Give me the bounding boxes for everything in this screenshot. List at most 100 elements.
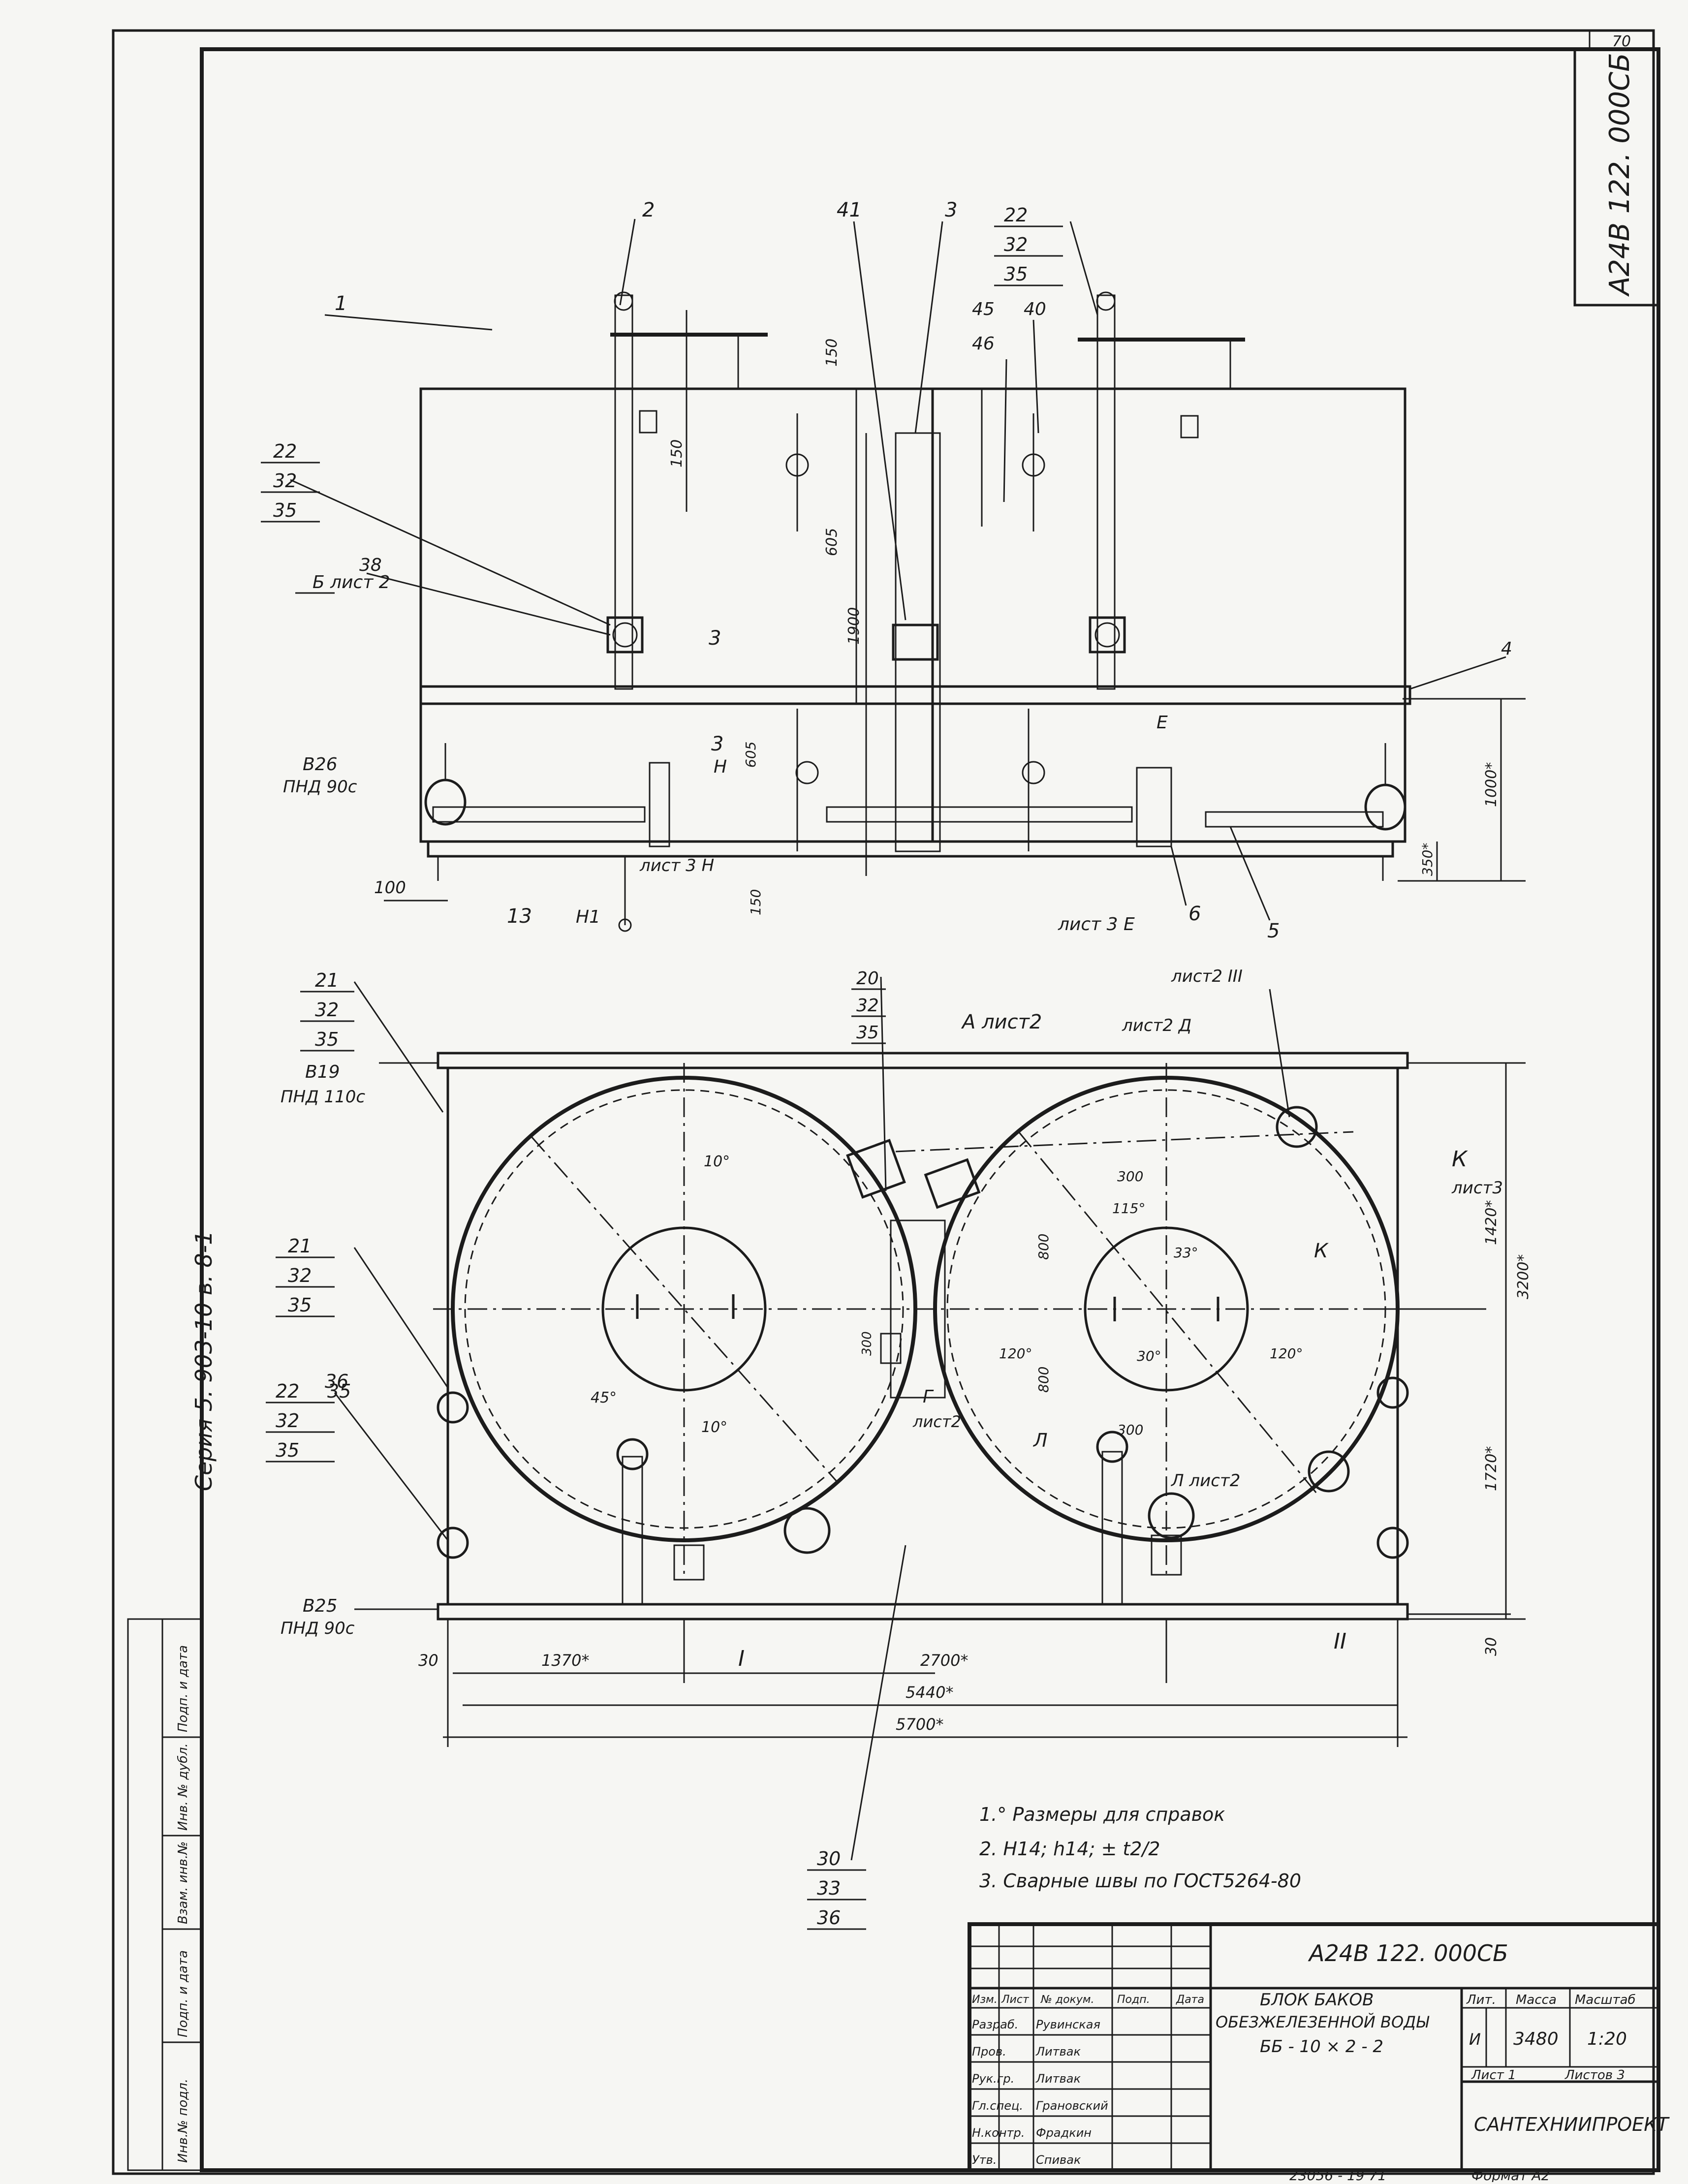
header-pipe [419, 685, 1411, 705]
pipe-left-a: В26 [303, 754, 338, 775]
mass-label: Масса [1516, 1993, 1557, 2007]
sheet-number: 70 [1612, 33, 1631, 50]
col-podp: Подп. [1117, 1994, 1150, 2006]
roman-ii: II [1334, 1629, 1346, 1654]
note-3: 3. Сварные швы по ГОСТ5264-80 [979, 1870, 1301, 1892]
inner-dim-1: 300 [1117, 1422, 1143, 1438]
dim-5440: 5440* [906, 1683, 953, 1702]
svg-text:32: 32 [273, 470, 297, 492]
inner-frame [200, 47, 1660, 2172]
dim-150c: 150 [748, 889, 764, 915]
view-e-top: Е [1157, 713, 1168, 733]
callout-35-visible: 35 [327, 1380, 351, 1402]
inner-dim-2: 800 [1035, 1234, 1052, 1260]
sheets-label: Листов 3 [1564, 2068, 1625, 2083]
callout-46: 46 [972, 334, 995, 354]
pipe-left-b: ПНД 90с [283, 777, 357, 797]
view-l: Л [1032, 1430, 1048, 1451]
view-a: А лист2 [961, 1011, 1042, 1033]
dim-30a: 30 [418, 1651, 438, 1670]
section-3b: 3 [711, 733, 723, 755]
stamp-label-4: Подп. и дата [176, 1645, 190, 1732]
svg-text:21: 21 [288, 1235, 312, 1257]
dim-1370: 1370* [541, 1651, 589, 1670]
inner-dim-0: 300 [1117, 1168, 1143, 1185]
dim-150a: 150 [823, 339, 841, 367]
pipe-v19-b: ПНД 110с [281, 1087, 365, 1107]
plan-view: 21 32 35 21 32 35 22 32 35 20 32 35 [266, 967, 1532, 1930]
note-1: 1.° Размеры для справок [979, 1804, 1225, 1825]
title-line-1: ОБЕЗЖЕЛЕЗЕННОЙ ВОДЫ [1216, 2013, 1430, 2031]
stack-elev-left: 22 32 35 [261, 440, 320, 523]
callout-41: 41 [837, 199, 862, 221]
sheet-label: Лист 1 [1471, 2068, 1516, 2083]
note-2: 2. Н14; h14; ± t2/2 [979, 1838, 1160, 1860]
stack-elev-right: 22 32 35 [994, 204, 1063, 286]
row-name-0: Рувинская [1036, 2018, 1100, 2031]
callout-13: 13 [507, 905, 532, 928]
svg-text:35: 35 [315, 1029, 339, 1050]
angle-5: 30° [1137, 1348, 1161, 1364]
svg-text:30: 30 [817, 1848, 841, 1870]
org-name: САНТЕХНИИПРОЕКТ [1474, 2114, 1670, 2135]
dim-350: 350* [1419, 843, 1436, 876]
stamp-label-0: Инв.№ подл. [176, 2079, 190, 2163]
col-list: Лист [1001, 1994, 1030, 2006]
dim-1420: 1420* [1483, 1200, 1500, 1245]
dim-150b: 150 [668, 439, 686, 468]
row-name-2: Литвак [1035, 2072, 1081, 2086]
elevation-view: 1 2 41 3 45 46 40 38 4 5 6 13 Н1 22 32 3… [261, 199, 1526, 942]
svg-text:35: 35 [856, 1023, 879, 1043]
view-e-bottom: лист 3 Е [1058, 914, 1135, 935]
angle-7: 120° [1270, 1345, 1303, 1362]
svg-text:36: 36 [817, 1907, 841, 1929]
notes: 1.° Размеры для справок 2. Н14; h14; ± t… [979, 1804, 1301, 1892]
inner-dim-4: 300 [860, 1331, 875, 1356]
svg-text:35: 35 [1004, 263, 1028, 285]
svg-text:20: 20 [856, 968, 879, 989]
scale-label: Масштаб [1575, 1993, 1636, 2007]
svg-text:22: 22 [1004, 204, 1028, 226]
view-n: лист 3 Н [639, 856, 714, 875]
dim-1900: 1900 [845, 607, 863, 645]
base-frame [427, 840, 1394, 858]
series-label: Серия 5. 903-10 в. 8-1 [190, 1231, 217, 1491]
svg-text:32: 32 [856, 996, 879, 1016]
title-block: А24В 122. 000СБ БЛОК БАКОВ ОБЕЗЖЕЛЕЗЕННО… [968, 1922, 1670, 2172]
callout-36: 36 [325, 1371, 348, 1392]
left-stamp: Инв.№ подл. Подп. и дата Взам. инв.№ Инв… [127, 1618, 203, 2171]
col-izm: Изм. [972, 1994, 998, 2006]
svg-text:35: 35 [276, 1439, 299, 1461]
svg-text:32: 32 [1004, 234, 1028, 255]
stamp-label-3: Инв. № дубл. [176, 1743, 190, 1831]
dim-1720: 1720* [1483, 1446, 1500, 1491]
title-designation: А24В 122. 000СБ [1308, 1940, 1508, 1966]
view-d: лист2 Д [1122, 1016, 1191, 1035]
angle-6: 120° [999, 1345, 1032, 1362]
designation-vertical: А24В 122. 000СБ [1604, 53, 1636, 297]
section-3a: 3 [709, 627, 721, 650]
dim-100: 100 [374, 878, 406, 898]
row-name-3: Грановский [1036, 2099, 1108, 2113]
title-line-0: БЛОК БАКОВ [1260, 1990, 1374, 2010]
roman-i: I [738, 1646, 745, 1671]
inner-dim-3: 800 [1035, 1367, 1052, 1393]
angle-3: 115° [1112, 1200, 1145, 1217]
callout-n1: Н1 [576, 907, 600, 927]
dim-1000: 1000* [1483, 762, 1500, 807]
svg-text:22: 22 [276, 1380, 299, 1402]
dim-30b: 30 [1483, 1637, 1500, 1656]
svg-text:21: 21 [315, 969, 339, 991]
lit-value: И [1469, 2030, 1481, 2049]
svg-text:32: 32 [276, 1410, 299, 1432]
svg-text:22: 22 [273, 440, 297, 462]
view-k: К [1452, 1147, 1468, 1172]
row-role-2: Рук.гр. [972, 2072, 1014, 2086]
stamp-label-2: Взам. инв.№ [176, 1841, 190, 1924]
stack-plan-1: 21 32 35 [276, 1235, 335, 1317]
row-role-0: Разраб. [972, 2018, 1018, 2031]
designation-box [1573, 48, 1660, 307]
view-b-label: Б лист 2 [313, 572, 390, 593]
row-name-5: Спивак [1036, 2153, 1081, 2167]
dim-3200: 3200* [1515, 1254, 1532, 1299]
